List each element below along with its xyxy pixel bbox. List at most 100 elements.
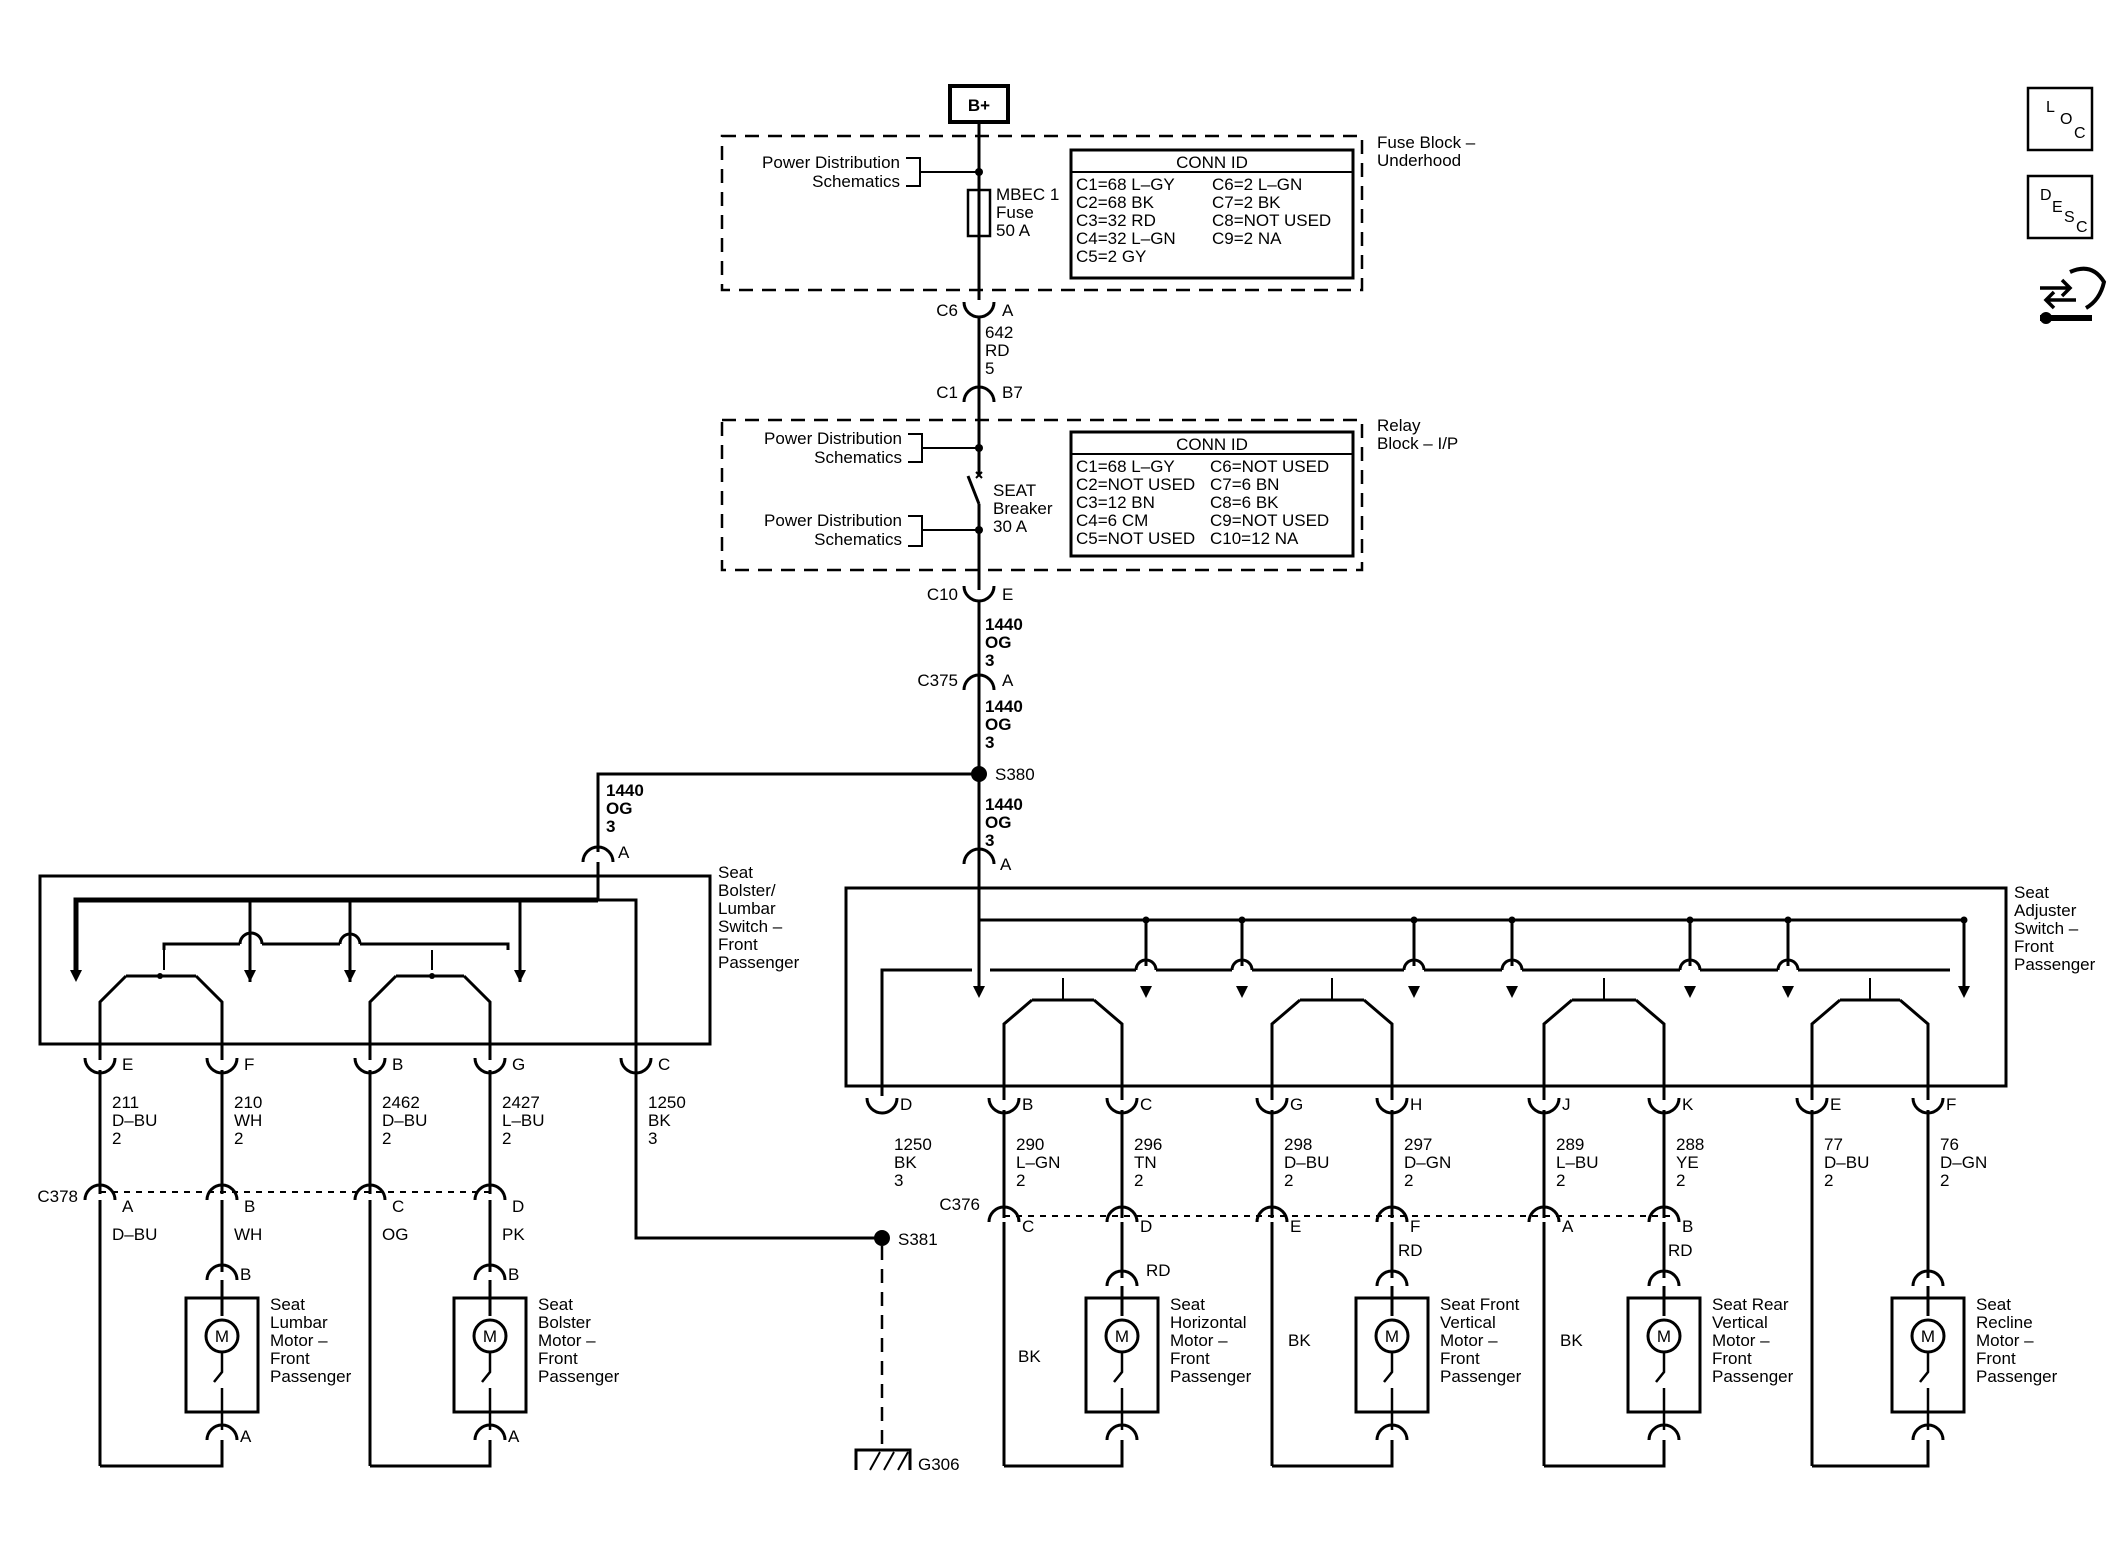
contact-arrow xyxy=(1236,986,1248,998)
wire-label: D–BU xyxy=(382,1111,427,1130)
breaker-label-3: 30 A xyxy=(993,517,1028,536)
c10-pin: E xyxy=(1002,585,1013,604)
ground-g306: G306 xyxy=(854,1448,960,1474)
lumbar-switch-pins: E211D–BU2F210WH2B2462D–BU2G2427L–BU2C125… xyxy=(83,1055,686,1238)
motor-pin-top: B xyxy=(240,1265,251,1284)
connector-cavity xyxy=(1647,1269,1681,1287)
c376-pin: F xyxy=(1410,1217,1420,1236)
wire-label: YE xyxy=(1676,1153,1699,1172)
wire xyxy=(1544,1440,1666,1468)
motor-title: Seat xyxy=(1976,1295,2011,1314)
motor-title: Passenger xyxy=(1976,1367,2058,1386)
lumbar-switch: A Seat Bolster/ Lumbar Switch – Front Pa… xyxy=(38,843,800,1060)
wire-1440c-2: OG xyxy=(985,813,1011,832)
breaker-label-2: Breaker xyxy=(993,499,1053,518)
adjuster-title-2: Adjuster xyxy=(2014,901,2077,920)
switch-arm xyxy=(1635,998,1666,1100)
connector-c375: C375 A xyxy=(917,671,1014,691)
fuse-ref-1: Power Distribution xyxy=(762,153,900,172)
lumbar-power-pin: A xyxy=(618,843,630,862)
lumbar-title-3: Lumbar xyxy=(718,899,776,918)
g306-label: G306 xyxy=(918,1455,960,1474)
desc-letter-2: E xyxy=(2052,199,2063,216)
contact-arrow xyxy=(1684,986,1696,998)
c376-color: BK xyxy=(1560,1331,1583,1350)
connector-tool-icon[interactable] xyxy=(2040,266,2107,324)
desc-icon[interactable]: D E S C xyxy=(2026,174,2094,240)
wire-label: 298 xyxy=(1284,1135,1312,1154)
wire-1440c-3: 3 xyxy=(985,831,994,850)
wire-label: BK xyxy=(894,1153,917,1172)
adjuster-title-4: Front xyxy=(2014,937,2054,956)
connector-cavity xyxy=(205,1263,239,1281)
motor-title: Passenger xyxy=(1440,1367,1522,1386)
wire-label: L–GN xyxy=(1016,1153,1060,1172)
loc-icon[interactable]: L O C xyxy=(2026,86,2094,152)
motor-title: Seat Front xyxy=(1440,1295,1520,1314)
motor-switch xyxy=(1383,1352,1394,1430)
motor-title: Bolster xyxy=(538,1313,591,1332)
c1-conn: C1 xyxy=(936,383,958,402)
conn-id-entry: C8=6 BK xyxy=(1210,493,1279,512)
motor-title: Seat xyxy=(538,1295,573,1314)
crossover xyxy=(1402,958,1426,971)
wire-1440b-3: 3 xyxy=(985,733,994,752)
motor-symbol: M xyxy=(1921,1327,1935,1346)
motor-title: Motor – xyxy=(1170,1331,1228,1350)
wire-label: 210 xyxy=(234,1093,262,1112)
connector-cavity xyxy=(987,1205,1021,1223)
c376-color: RD xyxy=(1668,1241,1693,1260)
conn-id-entry: C9=2 NA xyxy=(1212,229,1282,248)
bus-node xyxy=(1960,916,1968,924)
wire-label: D–GN xyxy=(1404,1153,1451,1172)
motor-title: Front xyxy=(270,1349,310,1368)
conn-id-entry: C2=68 BK xyxy=(1076,193,1155,212)
wire-label: 2427 xyxy=(502,1093,540,1112)
bus-node xyxy=(1686,916,1694,924)
wire-label: D–GN xyxy=(1940,1153,1987,1172)
c378-pin: A xyxy=(122,1197,134,1216)
conn-id-entry: C4=32 L–GN xyxy=(1076,229,1176,248)
motor-switch xyxy=(1113,1352,1124,1430)
breaker-label-1: SEAT xyxy=(993,481,1036,500)
relay-ref2-2: Schematics xyxy=(814,530,902,549)
conn-id-entry: C4=6 CM xyxy=(1076,511,1148,530)
motor-title: Motor – xyxy=(538,1331,596,1350)
c378-color: D–BU xyxy=(112,1225,157,1244)
connector-cavity xyxy=(1255,1205,1289,1223)
c375-conn: C375 xyxy=(917,671,958,690)
motor-title: Passenger xyxy=(1170,1367,1252,1386)
pin-label: H xyxy=(1410,1095,1422,1114)
wire-1440d-2: OG xyxy=(606,799,632,818)
connector-cavity xyxy=(1375,1205,1409,1223)
wire-label: D–BU xyxy=(1284,1153,1329,1172)
motor-title: Seat Rear xyxy=(1712,1295,1789,1314)
wire xyxy=(1004,1440,1124,1468)
wire xyxy=(370,1440,492,1468)
conn-id-entry: C6=NOT USED xyxy=(1210,457,1329,476)
fuse-ref-2: Schematics xyxy=(812,172,900,191)
motor-pin-bottom: A xyxy=(240,1427,252,1446)
contact-arrow xyxy=(1408,986,1420,998)
wire-label: 2 xyxy=(1940,1171,1949,1190)
pin-label: E xyxy=(1830,1095,1841,1114)
fuse-label-3: 50 A xyxy=(996,221,1031,240)
c376-color: BK xyxy=(1288,1331,1311,1350)
conn-id-entry: C10=12 NA xyxy=(1210,529,1299,548)
switch-arm xyxy=(1002,998,1033,1100)
connector-cavity xyxy=(1527,1205,1561,1223)
motor-title: Passenger xyxy=(270,1367,352,1386)
desc-letter-1: D xyxy=(2040,187,2052,204)
motor-title: Motor – xyxy=(270,1331,328,1350)
lumbar-title-6: Passenger xyxy=(718,953,800,972)
adjuster-power-pin: A xyxy=(1000,855,1012,874)
wire-label: 2 xyxy=(1824,1171,1833,1190)
conn-id-title: CONN ID xyxy=(1176,153,1248,172)
wire-label: 1250 xyxy=(648,1093,686,1112)
s381-label: S381 xyxy=(898,1230,938,1249)
c6-pin: A xyxy=(1002,301,1014,320)
c378-pin: C xyxy=(392,1197,404,1216)
